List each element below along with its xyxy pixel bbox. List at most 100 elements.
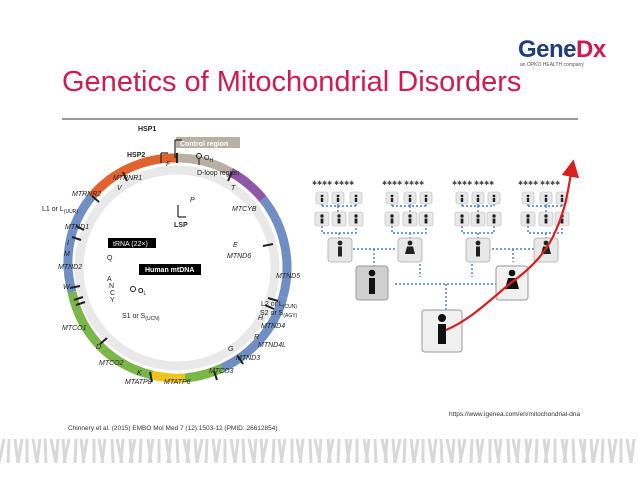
company-logo: GeneDx an OPKO HEALTH company [518,36,606,68]
mtdna-text-labels: HSP1 HSP2 Control region OH D-loop regio… [42,126,300,386]
pedigree-diagram: ✱✱✱✱ ✱✱✱✱ ✱✱✱✱ ✱✱✱✱ ✱✱✱✱ ✱✱✱✱ ✱✱✱✱ ✱✱✱✱ [312,159,580,353]
mtnd6-label: MTND6 [227,253,251,260]
mtco2-label: MTCO2 [99,360,124,367]
child-row [355,265,529,301]
footer-stripe [0,438,6,464]
dloop-label: D-loop region [197,170,239,177]
trna-label-box [108,238,156,248]
g-label: G [228,346,234,353]
ancestor-marks-3: ✱✱✱✱ ✱✱✱✱ [452,180,494,187]
footer-stripe [515,438,521,464]
footer-stripe [233,438,240,464]
e-label: E [233,242,238,249]
control-region-box [176,137,240,148]
footer-stripe [571,438,576,464]
w-label: W [63,284,71,291]
footer-stripe [469,438,474,464]
footer-stripe [241,438,246,464]
footer-stripe [477,438,485,464]
footer-stripe-decoration [0,438,636,464]
ancestor-row: ✱✱✱✱ ✱✱✱✱ ✱✱✱✱ ✱✱✱✱ ✱✱✱✱ ✱✱✱✱ ✱✱✱✱ ✱✱✱✱ [312,180,560,187]
footer-stripe [110,438,115,464]
footer-stripe [562,438,569,464]
footer-stripe [629,438,636,464]
footer-stripe [6,438,11,464]
s1-label: S1 or S(UCN) [122,313,160,322]
footer-stripe [54,438,60,464]
footer-stripe [600,438,605,464]
footer-stripe [166,438,173,464]
ancestor-marks-4: ✱✱✱✱ ✱✱✱✱ [518,180,560,187]
footer-stripe [147,438,155,464]
ol-label: OL [138,288,146,297]
ancestor-marks-1: ✱✱✱✱ ✱✱✱✱ [312,180,354,187]
slide-title: Genetics of Mitochondrial Disorders [62,66,522,98]
mtnd3-label: MTND3 [236,355,260,362]
footer-stripe [308,438,313,464]
footer-stripe [373,438,378,464]
footer-stripe [591,438,600,464]
footer-stripe [119,438,125,464]
maternal-inheritance-arrow [445,159,580,332]
mtnd5-segment [259,196,292,299]
footer-stripe [252,438,258,464]
q-label: Q [107,255,113,262]
human-mtdna-box [139,264,201,275]
footer-stripe [175,438,180,464]
title-divider [62,118,578,120]
footer-stripe [81,438,89,464]
footer-stripe [204,438,209,464]
footer-stripe [260,438,269,464]
h-label: H [258,315,264,322]
mtcyb-label: MTCYB [232,206,257,213]
footer-stripe [271,438,276,464]
mtdna-map [63,137,292,383]
footer-stripe [128,438,137,464]
t-label: T [231,185,236,192]
footer-stripe [431,438,438,464]
footer-stripe [35,438,42,464]
rrna-segment [88,153,178,200]
footer-stripe [402,438,407,464]
y-label: Y [110,297,115,304]
footer-stripe [524,438,533,464]
footer-stripe [610,438,618,464]
footer-stripe [450,438,456,464]
mtco1-label: MTCO1 [62,325,87,332]
mtnd2-label: MTND2 [58,264,82,271]
footer-stripe [317,438,323,464]
trna-ticks [69,153,279,383]
source-citation: Chinnery et al. (2015) EMBO Mol Med 7 (1… [68,425,278,432]
footer-stripe [534,438,539,464]
m-label: M [64,251,70,258]
footer-stripe [439,438,444,464]
mtco3-segment [184,363,224,383]
footer-stripe [43,438,48,464]
f-label: F [166,161,171,168]
footer-stripe [279,438,287,464]
footer-stripe [138,438,143,464]
hsp1-label: HSP1 [138,126,156,133]
footer-stripe [214,438,222,464]
mtrnr2-label: MTRNR2 [72,191,101,198]
footer-stripe [393,438,402,464]
footer-stripe [581,438,587,464]
footer-stripe [364,438,371,464]
footer-stripe [496,438,503,464]
logo-text: GeneDx [518,36,606,63]
oh-label: OH [204,155,213,164]
mtco1-segment [67,291,107,353]
mtnd4-segment [220,295,288,373]
footer-stripe [185,438,191,464]
c-label: C [110,290,115,297]
mtnd1-segment [68,193,96,232]
footer-stripe [458,438,467,464]
proband [421,309,463,353]
footer-stripe [326,438,335,464]
mtco2-segment [99,345,154,380]
footer-stripe [345,438,353,464]
source-url: https://www.igenea.com/en/mitochondrial-… [449,411,581,418]
mtdna-inner-ring [74,165,280,371]
parent-row [327,237,559,263]
mtnd4-label: MTND4 [261,323,285,330]
